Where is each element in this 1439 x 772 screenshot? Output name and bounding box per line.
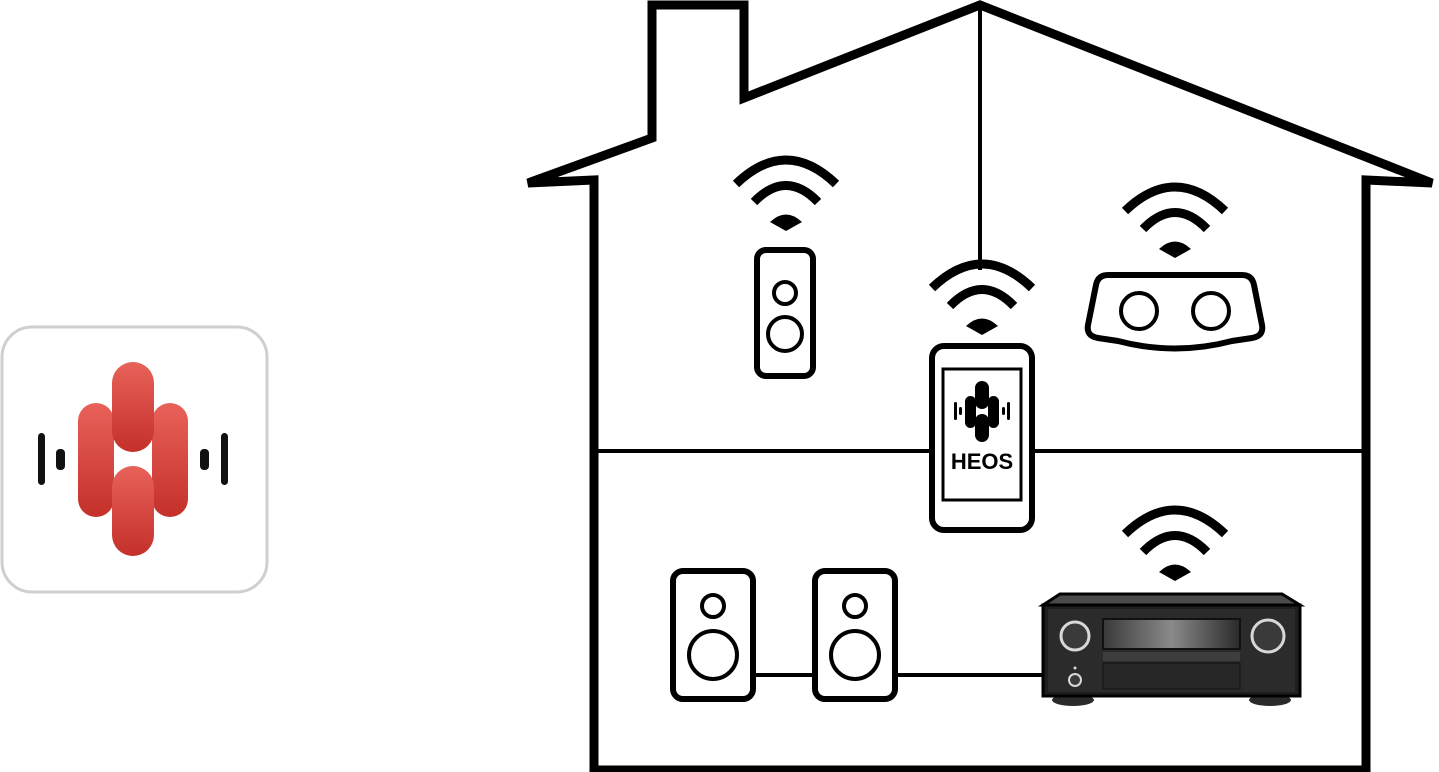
bookshelf-speaker-icon-right <box>815 571 895 699</box>
heos-app-icon <box>0 325 269 594</box>
receiver-input-knob <box>1250 618 1286 654</box>
tall-speaker-icon <box>754 247 816 379</box>
bookshelf-speaker-icon-left <box>673 571 753 699</box>
phone-screen-label: HEOS <box>951 449 1013 474</box>
house-outline <box>526 0 1434 772</box>
soundbar-speaker-icon <box>1084 272 1266 352</box>
wifi-icon-soundbar-speaker <box>1125 187 1225 258</box>
smartphone-icon: HEOS <box>929 343 1035 533</box>
wifi-icon-tall-speaker <box>736 160 836 231</box>
av-receiver-icon <box>1037 592 1306 706</box>
receiver-volume-knob <box>1059 620 1091 652</box>
phone-heos-logo-mark <box>954 381 1010 442</box>
wifi-icon-receiver <box>1125 510 1225 581</box>
app-icon-tile <box>0 325 269 594</box>
heos-logo-mark <box>38 362 228 556</box>
wifi-icon-smartphone <box>932 264 1032 335</box>
receiver-display <box>1102 618 1241 650</box>
